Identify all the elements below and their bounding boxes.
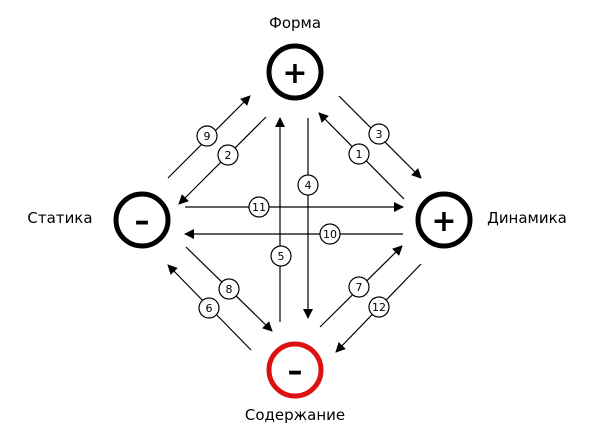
arrow-number-2: 2 — [225, 149, 232, 162]
arrow-4: 4 — [297, 118, 319, 319]
arrow-number-6: 6 — [206, 302, 213, 315]
node-label-statika: Статика — [27, 209, 92, 227]
arrow-11: 11 — [185, 196, 404, 218]
arrow-badge-1 — [348, 143, 370, 165]
arrow-12: 12 — [335, 263, 422, 353]
arrow-3: 3 — [338, 95, 422, 179]
sign-minus-soderzhanie: – — [288, 354, 303, 389]
arrow-number-10: 10 — [323, 228, 337, 241]
arrow-2: 2 — [178, 116, 267, 205]
arrow-number-12: 12 — [372, 301, 386, 314]
node-dinamika: + — [415, 191, 473, 249]
arrow-9: 9 — [167, 95, 251, 179]
arrow-10: 10 — [184, 223, 403, 245]
node-ring-soderzhanie — [266, 341, 324, 399]
arrow-badge-10 — [319, 223, 341, 245]
arrow-8: 8 — [185, 246, 273, 332]
arrow-number-8: 8 — [226, 283, 233, 296]
sign-plus-forma: + — [282, 56, 307, 91]
arrow-badge-2 — [217, 144, 239, 166]
arrow-number-11: 11 — [252, 201, 266, 214]
arrow-badge-3 — [368, 123, 390, 145]
arrow-badge-5 — [270, 245, 292, 267]
arrow-6: 6 — [167, 264, 252, 351]
arrow-1: 1 — [318, 112, 405, 200]
arrows: 9 2 3 1 4 5 — [167, 95, 422, 353]
arrow-badge-11 — [248, 196, 270, 218]
arrow-number-1: 1 — [356, 148, 363, 161]
node-forma: + — [266, 43, 324, 101]
node-statika: – — [113, 191, 171, 249]
arrow-7: 7 — [319, 245, 403, 328]
node-label-dinamika: Динамика — [487, 209, 567, 227]
arrow-badge-4 — [297, 174, 319, 196]
node-ring-forma — [266, 43, 324, 101]
arrow-number-7: 7 — [356, 281, 363, 294]
node-label-forma: Форма — [269, 14, 321, 32]
arrow-number-5: 5 — [278, 250, 285, 263]
arrow-badge-8 — [218, 278, 240, 300]
arrow-badge-7 — [348, 276, 370, 298]
arrow-badge-12 — [368, 296, 390, 318]
arrow-badge-9 — [196, 125, 218, 147]
sign-plus-dinamika: + — [431, 204, 456, 239]
arrow-number-9: 9 — [204, 130, 211, 143]
node-ring-dinamika — [415, 191, 473, 249]
arrow-5: 5 — [270, 117, 292, 322]
arrow-number-3: 3 — [376, 128, 383, 141]
node-label-soderzhanie: Содержание — [245, 406, 345, 424]
sign-minus-statika: – — [135, 204, 150, 239]
node-soderzhanie: – — [266, 341, 324, 399]
arrow-badge-6 — [198, 297, 220, 319]
node-ring-statika — [113, 191, 171, 249]
arrow-number-4: 4 — [305, 179, 312, 192]
